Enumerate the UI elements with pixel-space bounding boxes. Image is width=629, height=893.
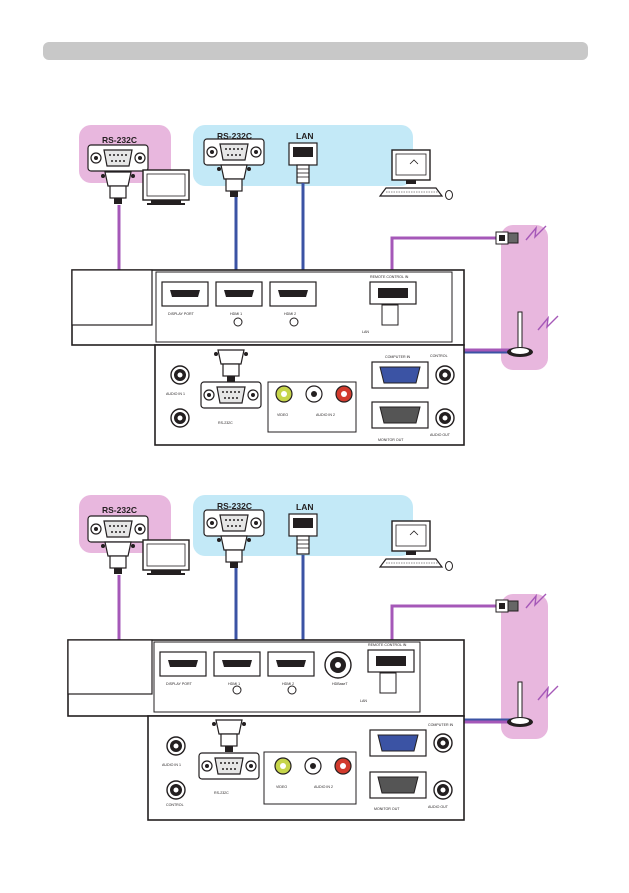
side-unit <box>67 639 153 695</box>
port-label: VIDEO <box>276 785 287 789</box>
lan-label: LAN <box>296 131 313 141</box>
displayport-port <box>159 651 207 677</box>
rs232-mid-label: RS-232C <box>217 131 252 141</box>
port-label: LAN <box>360 699 367 703</box>
audio-in-jack <box>170 365 190 385</box>
port-label: REMOTE CONTROL IN <box>368 643 407 647</box>
port-label: RS-232C <box>214 791 229 795</box>
port-label: MONITOR OUT <box>378 438 404 442</box>
hdmi2-port <box>269 281 317 307</box>
port-label: COMPUTER IN <box>385 355 411 359</box>
hdmi2-port <box>267 651 315 677</box>
port-label: HDMI 2 <box>282 682 294 686</box>
monitor-out-port <box>371 401 429 429</box>
port-label: LAN <box>362 330 369 334</box>
port-label: AUDIO IN 2 <box>316 413 335 417</box>
antenna-zone <box>501 225 548 370</box>
port-label: AUDIO OUT <box>428 805 449 809</box>
diagram-1 <box>71 125 559 446</box>
monitor-icon <box>142 169 190 206</box>
jack-right-2 <box>435 408 455 428</box>
port-label: AUDIO OUT <box>430 433 451 437</box>
port-label: HDMI 1 <box>228 682 240 686</box>
port-label: VIDEO <box>277 413 288 417</box>
hdmi1-port <box>215 281 263 307</box>
monitor-icon <box>142 539 190 576</box>
rs232-left-label: RS-232C <box>102 505 137 515</box>
hdbaset-port <box>324 651 352 679</box>
port-label: HDMI 2 <box>284 312 296 316</box>
jack-right-1 <box>435 365 455 385</box>
jack-right-2 <box>433 780 453 800</box>
side-unit <box>71 269 153 326</box>
header-bar <box>43 42 588 60</box>
port-label: REMOTE CONTROL IN <box>370 275 409 279</box>
port-label: DISPLAY PORT <box>168 312 195 316</box>
rs232-port <box>198 752 260 780</box>
port-label: RS-232C <box>218 421 233 425</box>
audio-in-jack <box>166 736 186 756</box>
lan-label: LAN <box>296 502 313 512</box>
port-label: AUDIO IN 1 <box>166 392 185 396</box>
usb-plug-icon <box>495 599 519 613</box>
displayport-port <box>161 281 209 307</box>
antenna-zone <box>501 594 548 739</box>
rs232-left-label: RS-232C <box>102 135 137 145</box>
monitor-out-port <box>369 771 427 799</box>
diagram-2 <box>67 495 559 821</box>
computer-in-port <box>369 729 427 757</box>
jack-right-1 <box>433 733 453 753</box>
port-label: COMPUTER IN <box>428 723 454 727</box>
rs232-port <box>200 381 262 409</box>
port-label: CONTROL <box>166 803 184 807</box>
port-label: CONTROL <box>430 354 448 358</box>
port-label: AUDIO IN 1 <box>162 763 181 767</box>
audio-out-jack <box>166 780 186 800</box>
port-label: DISPLAY PORT <box>166 682 193 686</box>
usb-plug-icon <box>495 231 519 245</box>
port-label: HDBaseT <box>332 682 348 686</box>
rs232-mid-label: RS-232C <box>217 501 252 511</box>
port-label: HDMI 1 <box>230 312 242 316</box>
hdmi1-port <box>213 651 261 677</box>
computer-in-port <box>371 361 429 389</box>
audio-out-jack <box>170 408 190 428</box>
port-label: AUDIO IN 2 <box>314 785 333 789</box>
port-label: MONITOR OUT <box>374 807 400 811</box>
